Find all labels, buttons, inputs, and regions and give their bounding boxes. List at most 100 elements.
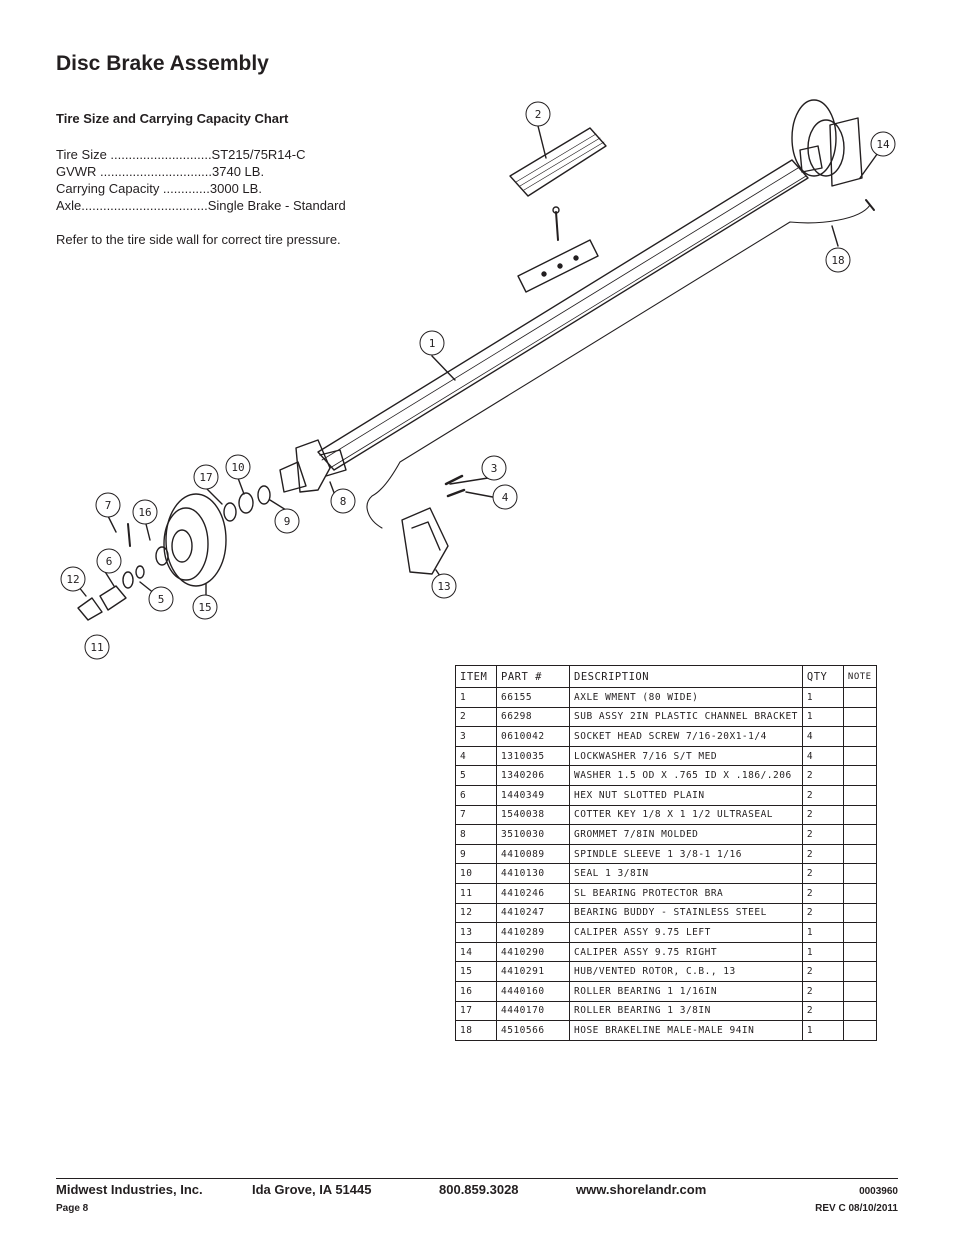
parts-table-header: ITEM PART # DESCRIPTION QTY NOTE	[455, 665, 877, 688]
note-cell	[842, 902, 877, 924]
page-title: Disc Brake Assembly	[56, 52, 269, 75]
part-cell: 4410089	[496, 843, 570, 865]
part-cell: 1340206	[496, 765, 570, 786]
note-cell	[842, 824, 877, 845]
bearing-17	[223, 502, 237, 522]
part-cell: 66155	[496, 687, 570, 708]
item-cell: 17	[455, 1000, 497, 1022]
spec-chart: Tire Size ............................ST…	[56, 146, 346, 214]
svg-text:8: 8	[340, 495, 347, 508]
spec-row-axle: Axle...................................S…	[56, 198, 346, 213]
seal-10	[238, 492, 254, 514]
qty-cell: 1	[801, 941, 844, 963]
description-cell: SOCKET HEAD SCREW 7/16-20X1-1/4	[569, 726, 803, 747]
note-cell	[842, 706, 877, 728]
cotter-key	[127, 523, 131, 547]
qty-cell: 2	[801, 1000, 844, 1022]
footer-company: Midwest Industries, Inc.	[56, 1182, 203, 1197]
item-cell: 11	[455, 882, 497, 904]
spindle-left	[295, 439, 331, 493]
exploded-assembly-diagram: 1 2 3 4 5 6 7 8 9 10 11 12 13 14 15 16 1…	[60, 99, 896, 660]
header-note: NOTE	[842, 665, 877, 688]
callout-16: 16	[132, 499, 158, 525]
qty-cell: 1	[801, 1020, 844, 1041]
description-cell: CALIPER ASSY 9.75 RIGHT	[569, 941, 803, 963]
part-cell: 4440160	[496, 980, 570, 1002]
svg-text:3: 3	[491, 462, 498, 475]
callout-7: 7	[95, 492, 121, 518]
note-cell	[842, 922, 877, 943]
note-cell	[842, 941, 877, 963]
rotor-right	[791, 99, 837, 177]
callout-11: 11	[84, 634, 110, 660]
footer-doc-number: 0003960	[859, 1186, 898, 1197]
note-cell	[842, 1020, 877, 1041]
qty-cell: 2	[801, 902, 844, 924]
note-cell	[842, 882, 877, 904]
svg-text:18: 18	[831, 254, 844, 267]
part-cell: 4410130	[496, 863, 570, 884]
spec-row-tire-size: Tire Size ............................ST…	[56, 147, 306, 162]
description-cell: HUB/VENTED ROTOR, C.B., 13	[569, 961, 803, 982]
item-cell: 10	[455, 863, 497, 884]
item-cell: 1	[455, 687, 497, 708]
description-cell: SL BEARING PROTECTOR BRA	[569, 882, 803, 904]
svg-text:7: 7	[105, 499, 112, 512]
footer-phone: 800.859.3028	[439, 1182, 519, 1197]
item-cell: 15	[455, 961, 497, 982]
item-cell: 16	[455, 980, 497, 1002]
footer-page: Page 8	[56, 1203, 89, 1214]
brake-line	[366, 204, 871, 529]
item-cell: 6	[455, 784, 497, 806]
header-qty: QTY	[801, 665, 844, 688]
qty-cell: 2	[801, 804, 844, 826]
description-cell: WASHER 1.5 OD X .765 ID X .186/.206	[569, 765, 803, 786]
footer-website: www.shorelandr.com	[576, 1182, 707, 1197]
part-cell: 3510030	[496, 824, 570, 845]
qty-cell: 4	[801, 745, 844, 767]
item-cell: 7	[455, 804, 497, 826]
callout-3: 3	[481, 455, 507, 481]
part-cell: 1540038	[496, 804, 570, 826]
item-cell: 3	[455, 726, 497, 747]
note-cell	[842, 843, 877, 865]
bearing-buddy	[99, 585, 127, 611]
mount-plate	[517, 239, 599, 293]
callout-2: 2	[525, 101, 551, 127]
description-cell: SUB ASSY 2IN PLASTIC CHANNEL BRACKET	[569, 706, 803, 728]
item-cell: 18	[455, 1020, 497, 1041]
note-cell	[842, 687, 877, 708]
part-cell: 0610042	[496, 726, 570, 747]
note-cell	[842, 765, 877, 786]
note-cell	[842, 745, 877, 767]
sleeve-9	[257, 485, 271, 505]
qty-cell: 1	[801, 687, 844, 708]
spec-row-gvwr: GVWR ...............................3740…	[56, 164, 265, 179]
description-cell: ROLLER BEARING 1 3/8IN	[569, 1000, 803, 1022]
item-cell: 14	[455, 941, 497, 963]
svg-text:1: 1	[429, 337, 436, 350]
qty-cell: 2	[801, 882, 844, 904]
description-cell: LOCKWASHER 7/16 S/T MED	[569, 745, 803, 767]
callout-18: 18	[825, 247, 851, 273]
header-part: PART #	[496, 665, 570, 688]
note-cell	[842, 784, 877, 806]
item-cell: 9	[455, 843, 497, 865]
svg-text:16: 16	[138, 506, 151, 519]
rotor-left	[165, 493, 227, 587]
svg-text:15: 15	[198, 601, 211, 614]
caliper-left	[401, 507, 449, 575]
description-cell: HOSE BRAKELINE MALE-MALE 94IN	[569, 1020, 803, 1041]
